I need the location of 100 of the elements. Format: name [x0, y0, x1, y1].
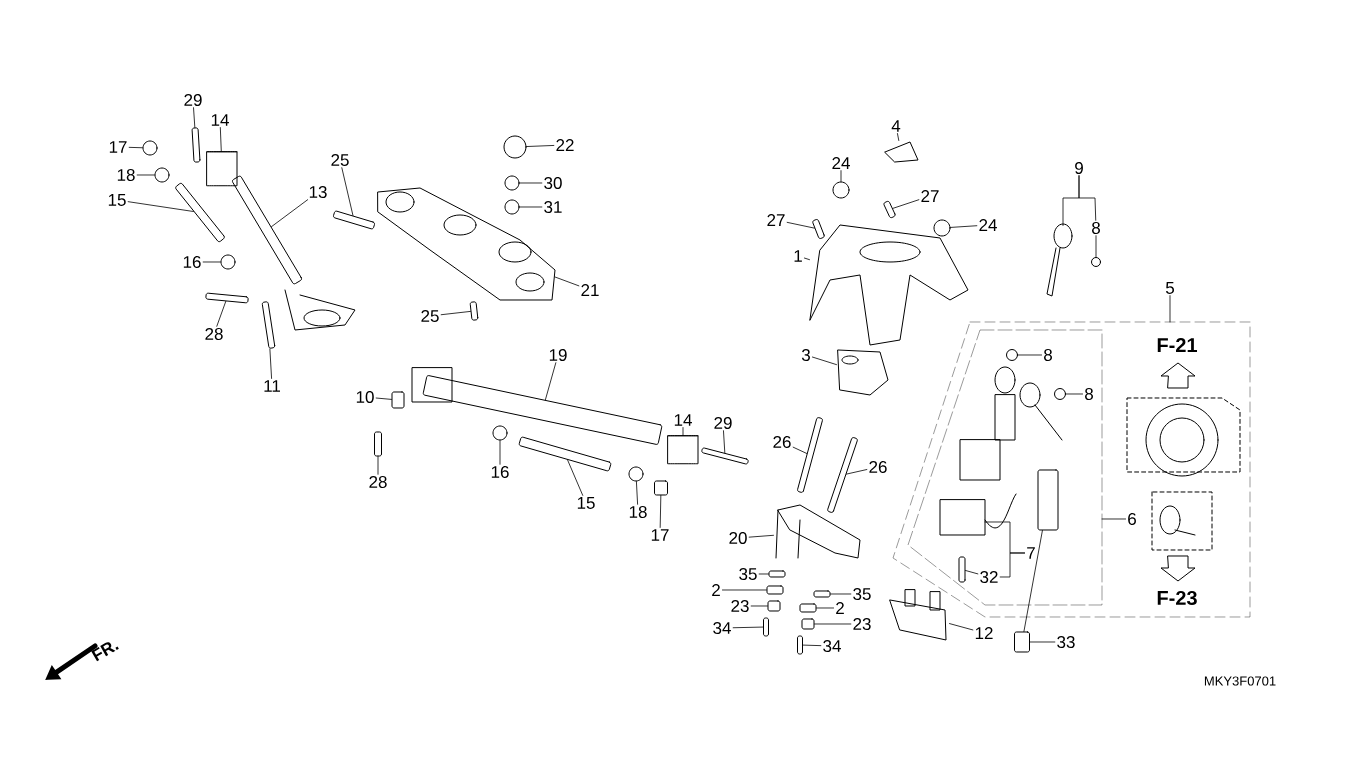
leader-line: [965, 570, 979, 575]
leader-line: [812, 356, 837, 366]
screw: [958, 556, 966, 583]
callout-number: 11: [264, 380, 280, 392]
callout-number: 5: [1165, 282, 1174, 294]
callout-number: 25: [421, 310, 439, 322]
nut: [492, 425, 508, 441]
pin: [175, 182, 225, 243]
connector: [1037, 469, 1059, 531]
callout-number: 26: [773, 436, 791, 448]
callout-number: 2: [836, 602, 844, 614]
callout-number: 25: [331, 154, 349, 166]
clip: [391, 391, 405, 409]
grommet: [933, 219, 951, 237]
leader-line: [219, 127, 222, 152]
collar: [767, 600, 781, 612]
callout-number: 8: [1044, 349, 1052, 361]
leader-line: [830, 593, 852, 595]
leader-line: [1101, 518, 1126, 520]
callout-number: 12: [975, 627, 993, 639]
cover: [809, 224, 969, 346]
leader-line: [758, 573, 769, 575]
callout-number: 22: [556, 139, 574, 151]
leader-line: [1029, 641, 1056, 643]
bolt: [469, 301, 479, 321]
callout-number: 24: [979, 219, 997, 231]
callout-number: 15: [108, 194, 126, 206]
callout-number: 13: [309, 186, 327, 198]
leader-line: [636, 481, 638, 505]
callout-number: 27: [767, 214, 785, 226]
bushing: [206, 151, 238, 187]
bolt: [191, 127, 201, 163]
key: [1046, 223, 1073, 297]
front-direction-label: FR.: [91, 642, 119, 662]
callout-number: 23: [731, 599, 749, 612]
washer: [504, 199, 520, 215]
callout-number: 15: [577, 497, 595, 509]
callout-number: 16: [183, 256, 201, 268]
leader-line: [1017, 354, 1042, 356]
cap: [503, 135, 527, 159]
callout-number: 16: [491, 466, 509, 478]
screw: [812, 219, 825, 239]
trim: [884, 141, 919, 163]
holder: [889, 589, 947, 641]
callout-number: 18: [629, 506, 647, 518]
leader-line: [128, 146, 143, 149]
leader-line: [722, 589, 767, 591]
leader-line: [526, 145, 555, 147]
grommet: [832, 181, 850, 199]
leader-line: [748, 534, 774, 538]
callout-number: 20: [729, 532, 747, 544]
switch: [837, 349, 889, 396]
callout-number: 29: [184, 94, 202, 106]
cap: [1014, 631, 1030, 653]
callout-number: 34: [713, 621, 731, 634]
leader-line: [377, 456, 379, 475]
callout-number: 18: [117, 169, 135, 181]
callout-number: 14: [211, 114, 229, 126]
callout-number: 35: [739, 567, 757, 580]
section-reference: F-23: [1157, 590, 1197, 606]
leader-line: [802, 644, 822, 647]
leader-line: [519, 206, 543, 208]
spring: [766, 585, 784, 595]
leader-line: [271, 199, 309, 228]
bolt: [205, 292, 249, 304]
bracket: [775, 504, 861, 559]
leader-line: [659, 495, 662, 528]
callout-number: 8: [1085, 388, 1093, 400]
leader-line: [269, 348, 272, 379]
leader-line: [1095, 235, 1097, 258]
leader-line: [499, 440, 501, 465]
callout-number: 28: [205, 328, 223, 340]
leader-line: [544, 362, 557, 401]
leader-line: [950, 225, 978, 228]
leader-line: [440, 311, 471, 316]
leader-line: [1023, 530, 1043, 632]
nut: [220, 254, 236, 270]
leader-line: [814, 623, 852, 625]
callout-number: 29: [714, 417, 732, 429]
screw: [763, 617, 769, 637]
diagram-code: MKY3F0701: [1204, 676, 1276, 686]
leader-line: [892, 199, 920, 209]
bolt: [797, 417, 823, 493]
collar: [801, 618, 815, 630]
leader-line: [949, 623, 974, 631]
leader-line: [723, 430, 726, 454]
callout-number: 7: [1027, 547, 1035, 559]
callout-number: 17: [109, 141, 127, 153]
leader-line: [682, 427, 684, 436]
leader-line: [816, 607, 834, 609]
leader-line: [792, 446, 808, 454]
screw: [797, 635, 803, 655]
spring: [813, 590, 831, 598]
callout-number: 23: [853, 617, 871, 630]
leader-line: [136, 174, 155, 176]
callout-number: 34: [823, 639, 841, 652]
leader-line: [999, 552, 1025, 578]
callout-number: 1: [794, 250, 802, 262]
callout-number: 33: [1057, 635, 1075, 648]
nut: [504, 175, 520, 191]
